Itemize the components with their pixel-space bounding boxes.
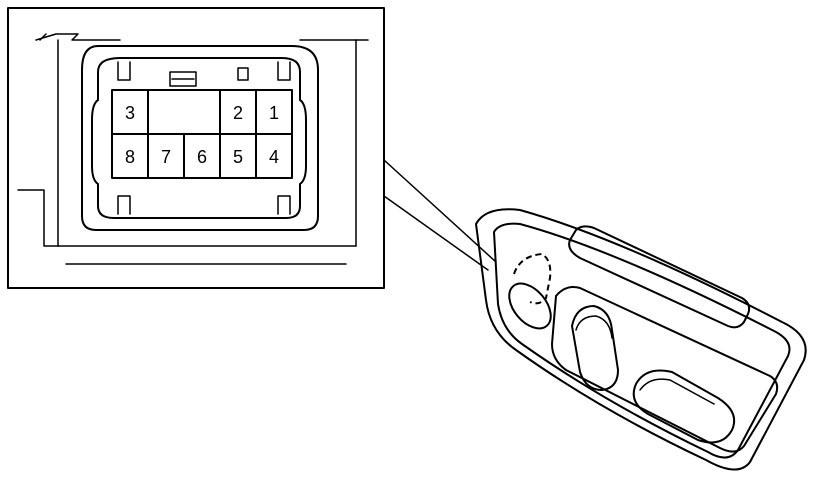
- inset-frame: [7, 7, 385, 289]
- mounting-bracket: [17, 33, 369, 265]
- pin-label: 1: [269, 103, 279, 123]
- connector-location-dashed: [513, 252, 552, 305]
- pin-label: 4: [269, 147, 279, 167]
- leader-lines: [383, 159, 497, 271]
- pin-label: 3: [125, 103, 135, 123]
- seat-cushion-switch-knob: [632, 369, 736, 444]
- pin-label: 7: [161, 147, 171, 167]
- pin-label: 2: [233, 103, 243, 123]
- pin-label: 5: [233, 147, 243, 167]
- pin-labels: 3 2 1 8 7 6 5 4: [125, 103, 279, 167]
- pin-label: 8: [125, 147, 135, 167]
- connector-housing: [81, 45, 319, 231]
- terminal-grid: [111, 89, 293, 179]
- pin-label: 6: [197, 147, 207, 167]
- seat-back-switch-knob: [571, 305, 619, 391]
- seat-switch-assembly: [475, 208, 807, 471]
